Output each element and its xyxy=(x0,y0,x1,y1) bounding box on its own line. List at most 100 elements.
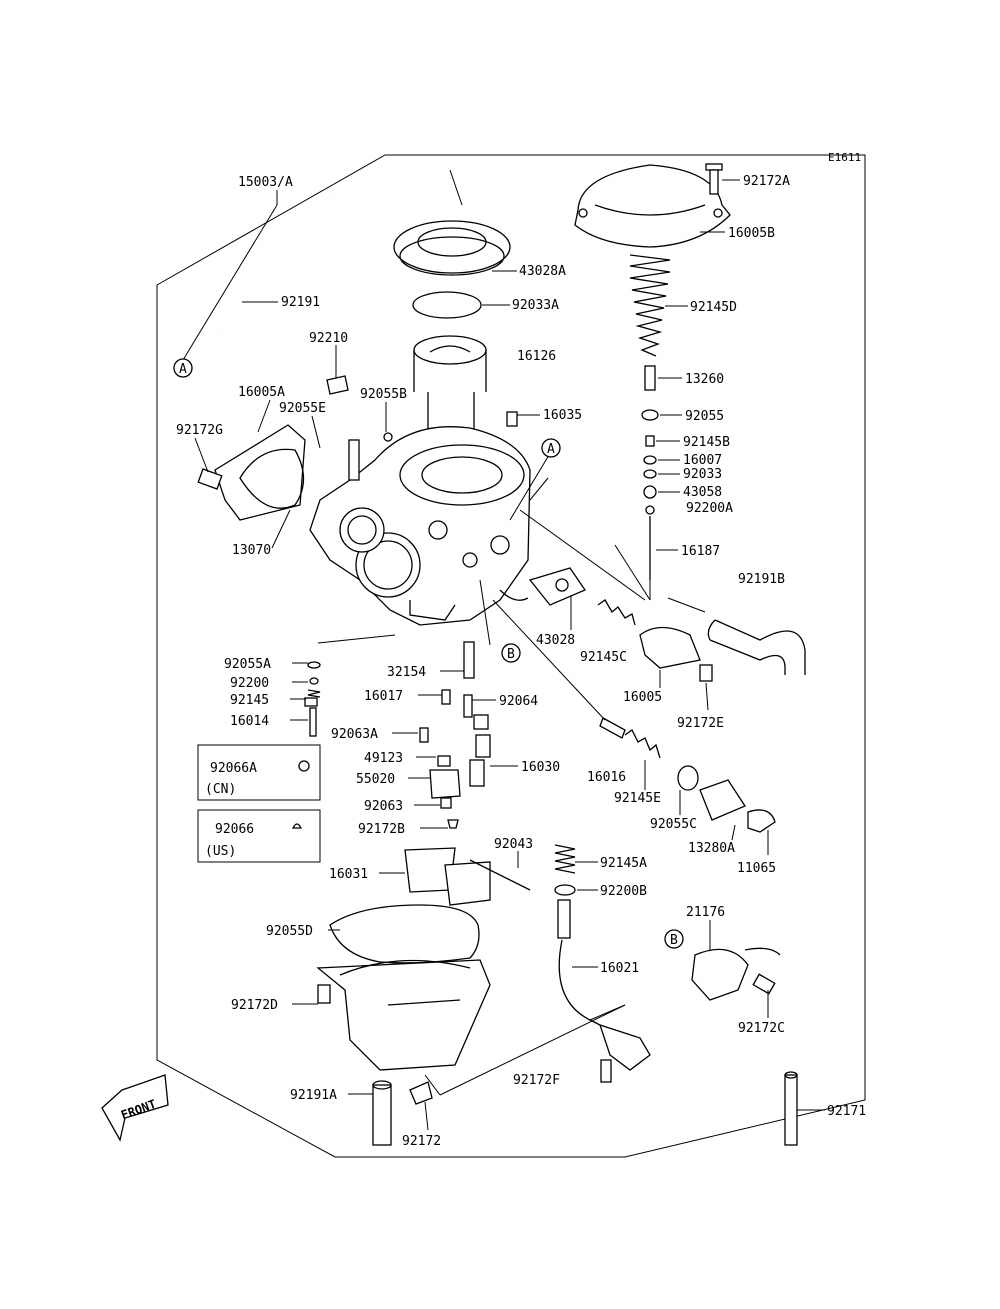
part-label: 16014 xyxy=(230,714,269,729)
carburetor-body xyxy=(309,426,531,626)
side-gasket-part xyxy=(197,424,306,521)
rod-part xyxy=(220,196,335,332)
choke-part xyxy=(597,599,713,682)
part-label: 92200 xyxy=(230,676,269,691)
part-label: 92172 xyxy=(402,1134,441,1149)
part-label: 16005 xyxy=(623,690,662,705)
part-label: 92033A xyxy=(512,298,559,313)
cable-part xyxy=(557,899,651,1083)
part-label: 11065 xyxy=(737,861,776,876)
part-label: 55020 xyxy=(356,772,395,787)
part-label: 92191 xyxy=(281,295,320,310)
part-label: 92172G xyxy=(176,423,223,438)
part-label: 92055D xyxy=(266,924,313,939)
diagram-frame xyxy=(156,154,866,1158)
part-label: 13280A xyxy=(688,841,735,856)
part-label: 92145C xyxy=(580,650,627,665)
jet-assembly xyxy=(304,641,491,829)
screw-part xyxy=(705,163,723,195)
callout-b-body-text: B xyxy=(507,647,515,662)
region-note-cn: (CN) xyxy=(205,782,236,797)
callout-a-top: A xyxy=(173,358,193,378)
part-label: 92200B xyxy=(600,884,647,899)
piston-part xyxy=(413,335,487,431)
part-label: 49123 xyxy=(364,751,403,766)
part-label: 16021 xyxy=(600,961,639,976)
part-label: 16035 xyxy=(543,408,582,423)
plunger-part xyxy=(677,765,776,833)
part-label: 92191A xyxy=(290,1088,337,1103)
part-label: 16005A xyxy=(238,385,285,400)
part-label: 92066 xyxy=(215,822,254,837)
part-label: 92055B xyxy=(360,387,407,402)
part-label: 16017 xyxy=(364,689,403,704)
part-label: 92043 xyxy=(494,837,533,852)
part-label: 92145E xyxy=(614,791,661,806)
part-label: 16031 xyxy=(329,867,368,882)
part-label: 92172F xyxy=(513,1073,560,1088)
part-label: 92063 xyxy=(364,799,403,814)
part-label: 43058 xyxy=(683,485,722,500)
part-label: 92172B xyxy=(358,822,405,837)
part-label: 92064 xyxy=(499,694,538,709)
region-box-cn xyxy=(197,744,321,801)
part-label: 92191B xyxy=(738,572,785,587)
callout-b-switch-text: B xyxy=(670,933,678,948)
part-label: 16005B xyxy=(728,226,775,241)
callout-a-top-text: A xyxy=(179,362,187,377)
region-note-us: (US) xyxy=(205,844,236,859)
part-label: 32154 xyxy=(387,665,426,680)
part-label: 92200A xyxy=(686,501,733,516)
spring-part xyxy=(629,254,671,357)
ring-part xyxy=(412,291,482,319)
part-label: 43028A xyxy=(519,264,566,279)
part-label: 13260 xyxy=(685,372,724,387)
switch-part xyxy=(691,947,781,1001)
part-label: 92063A xyxy=(331,727,378,742)
part-label: 92172D xyxy=(231,998,278,1013)
float-part xyxy=(404,847,531,906)
pin-part xyxy=(784,1071,798,1146)
part-label: 13070 xyxy=(232,543,271,558)
part-label: 92145B xyxy=(683,435,730,450)
float-bowl-part xyxy=(316,904,491,1071)
part-label: 92033 xyxy=(683,467,722,482)
part-label: 92055A xyxy=(224,657,271,672)
callout-a-body-text: A xyxy=(547,442,555,457)
plate-part xyxy=(528,567,586,606)
drain-tube-part xyxy=(372,1080,433,1146)
part-label: 92145A xyxy=(600,856,647,871)
diaphragm-part xyxy=(393,220,511,276)
part-label: 92172C xyxy=(738,1021,785,1036)
float-spring-part xyxy=(554,844,576,896)
callout-a-body: A xyxy=(541,438,561,458)
part-label: 21176 xyxy=(686,905,725,920)
part-label: 16007 xyxy=(683,453,722,468)
pilot-screw-part xyxy=(599,717,661,759)
needle-parts xyxy=(641,365,659,580)
part-label: 92055C xyxy=(650,817,697,832)
part-label: 92172A xyxy=(743,174,790,189)
part-label: 15003/A xyxy=(238,175,293,190)
part-label: 16016 xyxy=(587,770,626,785)
part-label: 92171 xyxy=(827,1104,866,1119)
part-label: 92145D xyxy=(690,300,737,315)
part-label: 92210 xyxy=(309,331,348,346)
callout-b-body: B xyxy=(501,643,521,663)
diagram-code: E1611 xyxy=(828,151,861,164)
part-label: 92172E xyxy=(677,716,724,731)
part-label: 16030 xyxy=(521,760,560,775)
part-label: 92055 xyxy=(685,409,724,424)
part-labels: 15003/A 92191 92210 16005A 92055E 92055B… xyxy=(176,174,866,1149)
hose-part xyxy=(707,619,806,675)
leader-lines xyxy=(182,169,825,1131)
part-label: 16126 xyxy=(517,349,556,364)
callout-b-switch: B xyxy=(664,929,684,949)
region-box-us xyxy=(197,809,321,863)
part-label: 43028 xyxy=(536,633,575,648)
part-label: 16187 xyxy=(681,544,720,559)
front-arrow: FRONT xyxy=(101,1074,169,1142)
top-cover-part xyxy=(574,164,731,248)
part-label: 92145 xyxy=(230,693,269,708)
